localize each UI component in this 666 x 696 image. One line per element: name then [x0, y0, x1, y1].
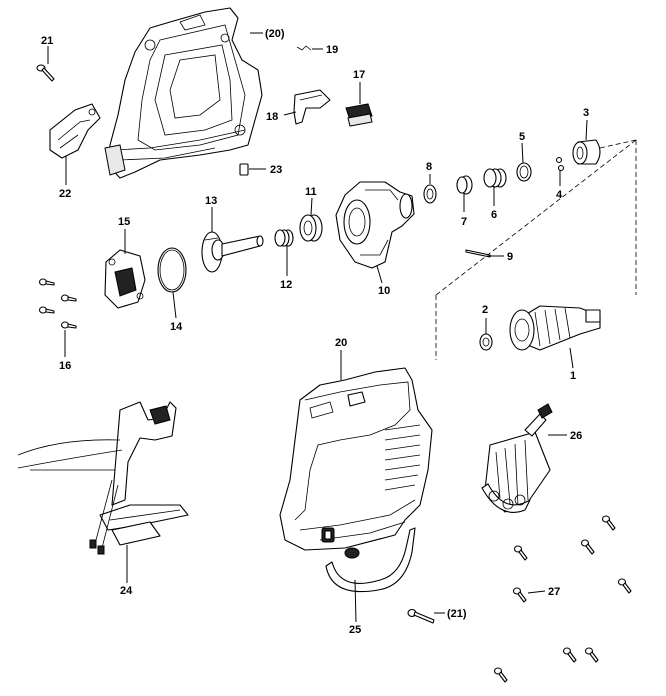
part-15-gear-plate [104, 249, 146, 309]
callout-9: 9 [507, 251, 513, 263]
part-20-main-housing [279, 367, 433, 551]
part-6-spring [483, 168, 507, 188]
leader-lines [47, 32, 588, 623]
assembly-guide-line-mid [435, 139, 637, 296]
callout-21-bottom: (21) [447, 608, 467, 620]
housing-vent-grille [384, 424, 421, 491]
callout-24: 24 [120, 585, 133, 597]
part-22-clip [49, 103, 101, 159]
callout-labels: (20) 21 19 17 18 22 23 8 5 3 4 6 7 9 11 … [41, 28, 589, 636]
callout-19: 19 [326, 44, 338, 56]
callout-10: 10 [378, 285, 390, 297]
part-16-screws [38, 278, 77, 329]
callout-21-top: 21 [41, 35, 53, 47]
part-1-chuck [509, 305, 601, 351]
callout-16: 16 [59, 360, 71, 372]
part-housing-half-rear [104, 7, 263, 179]
callout-20-main: 20 [335, 337, 347, 349]
callout-8: 8 [426, 161, 432, 173]
callout-3: 3 [583, 107, 589, 119]
callout-2: 2 [482, 304, 488, 316]
part-11-bearing [299, 214, 323, 242]
callout-11: 11 [305, 186, 317, 198]
callout-27: 27 [548, 586, 560, 598]
callout-25: 25 [349, 624, 361, 636]
part-27-screws [493, 515, 632, 683]
callout-7: 7 [461, 216, 467, 228]
assembly-guide-line-top [599, 139, 637, 149]
callout-1: 1 [570, 370, 576, 382]
callout-26: 26 [570, 430, 582, 442]
part-14-o-ring [157, 247, 187, 293]
part-26-armature [481, 403, 553, 513]
callout-4: 4 [556, 189, 563, 201]
part-17-switch [345, 103, 373, 127]
part-12-needle-bearing [274, 229, 294, 247]
part-3-collar [572, 139, 601, 165]
part-4-ball [555, 156, 565, 172]
callout-13: 13 [205, 195, 217, 207]
part-25-belt-hook [325, 527, 416, 593]
part-9-pin [465, 249, 491, 258]
part-7-nut [456, 175, 473, 195]
part-5-ring [516, 162, 532, 182]
callout-12: 12 [280, 279, 292, 291]
part-21-screw-bottom [407, 608, 435, 624]
part-10-gear-housing [335, 181, 415, 269]
part-18-trigger [293, 89, 331, 125]
callout-14: 14 [170, 321, 183, 333]
callout-20-rear: (20) [265, 28, 285, 40]
part-13-spindle [201, 231, 264, 273]
part-2-washer [479, 333, 493, 351]
part-21-screw-top [36, 64, 55, 82]
callout-22: 22 [59, 188, 71, 200]
part-24-switch-assembly [17, 401, 189, 555]
part-23-pin [239, 163, 249, 176]
part-8-washer [423, 184, 437, 204]
callout-17: 17 [353, 69, 365, 81]
callout-23: 23 [270, 164, 282, 176]
callout-18: 18 [266, 111, 278, 123]
callout-5: 5 [519, 131, 525, 143]
part-19-spring [296, 45, 312, 51]
callout-15: 15 [118, 216, 130, 228]
callout-6: 6 [491, 209, 497, 221]
